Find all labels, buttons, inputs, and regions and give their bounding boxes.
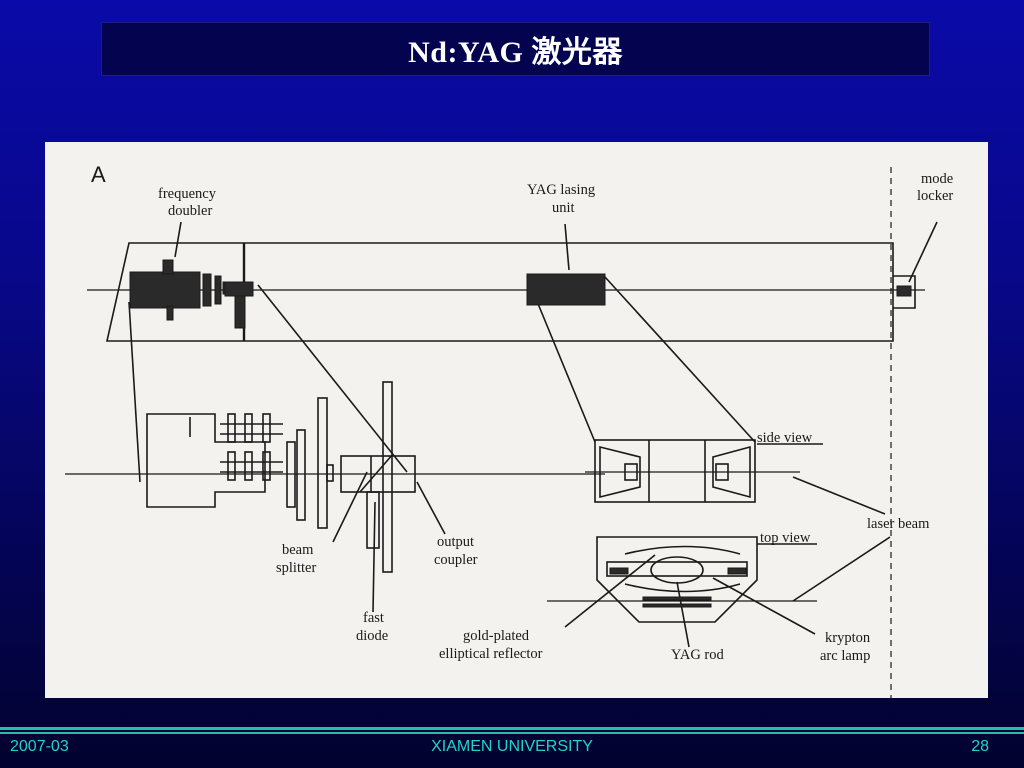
yag-expansion-right bbox=[604, 276, 756, 443]
laser-beam-callout-2 bbox=[792, 536, 891, 602]
label-side-view: side view bbox=[757, 430, 813, 446]
label-mode: mode bbox=[921, 171, 953, 187]
doubler-expansion-left bbox=[128, 301, 141, 483]
yag-rod-callout bbox=[676, 581, 690, 648]
label-elliptical-reflector: elliptical reflector bbox=[439, 646, 543, 662]
top-view-reflector bbox=[624, 545, 741, 555]
laser-beam-callout-1 bbox=[792, 476, 886, 515]
footer-line-bottom bbox=[0, 732, 1024, 734]
label-beam: beam bbox=[282, 542, 314, 558]
label-krypton: krypton bbox=[825, 630, 871, 646]
label-fast: fast bbox=[363, 610, 384, 626]
laser-housing bbox=[106, 242, 894, 342]
slide-title: Nd:YAG 激光器 bbox=[408, 36, 623, 69]
beam-splitter-mirror bbox=[359, 453, 394, 493]
nd-yag-laser-figure: A frequency doubler YAG lasing unit mode… bbox=[45, 142, 988, 698]
coil-rods bbox=[220, 413, 283, 481]
page-number: 28 bbox=[971, 738, 989, 755]
label-output: output bbox=[437, 534, 474, 550]
plate-4 bbox=[326, 464, 334, 482]
mode-locker-device bbox=[896, 285, 912, 297]
label-top-view: top view bbox=[760, 530, 811, 546]
output-coupler-callout bbox=[416, 481, 446, 535]
label-yag-lasing: YAG lasing bbox=[527, 182, 595, 198]
krypton-callout bbox=[712, 577, 816, 635]
fast-diode-callout bbox=[372, 501, 376, 613]
yag-unit-arrow bbox=[564, 223, 570, 271]
label-laser-beam: laser beam bbox=[867, 516, 930, 532]
doubler-expansion-right bbox=[257, 284, 408, 473]
label-diode: diode bbox=[356, 628, 388, 644]
gold-plated-callout bbox=[564, 554, 656, 628]
title-box: Nd:YAG 激光器 bbox=[101, 22, 930, 76]
plate-1 bbox=[286, 441, 296, 508]
beam-splitter-callout bbox=[332, 471, 368, 543]
fast-diode-tube bbox=[366, 491, 380, 549]
side-view-right-reflector bbox=[712, 445, 751, 499]
yag-rod-shape bbox=[650, 556, 704, 584]
label-unit: unit bbox=[552, 200, 575, 216]
label-splitter: splitter bbox=[276, 560, 316, 576]
output-coupler-plate bbox=[382, 381, 393, 573]
side-view-left-reflector bbox=[599, 445, 641, 499]
footer-line-top bbox=[0, 727, 1024, 730]
label-doubler: doubler bbox=[168, 203, 212, 219]
side-view-box bbox=[594, 439, 756, 503]
plate-2 bbox=[296, 429, 306, 521]
label-arc-lamp: arc lamp bbox=[820, 648, 870, 664]
mode-locker-arrow bbox=[908, 221, 938, 283]
plate-3 bbox=[317, 397, 328, 529]
diagram-svg: A frequency doubler YAG lasing unit mode… bbox=[65, 162, 953, 698]
top-view-rod-frame bbox=[606, 561, 748, 577]
label-locker: locker bbox=[917, 188, 953, 204]
frequency-doubler-block bbox=[129, 271, 201, 309]
panel-letter: A bbox=[91, 162, 106, 187]
footer-university: XIAMEN UNIVERSITY bbox=[431, 738, 593, 755]
yag-lasing-block bbox=[526, 273, 606, 306]
label-yag-rod: YAG rod bbox=[671, 647, 725, 663]
mode-locker-bump bbox=[893, 275, 916, 309]
label-coupler: coupler bbox=[434, 552, 478, 568]
top-view-outline bbox=[596, 536, 758, 623]
label-frequency: frequency bbox=[158, 186, 217, 202]
footer-date: 2007-03 bbox=[10, 738, 69, 755]
label-gold-plated: gold-plated bbox=[463, 628, 530, 644]
lower-doubler-body bbox=[146, 413, 266, 508]
freq-doubler-arrow bbox=[174, 221, 182, 258]
coupler-block bbox=[224, 281, 254, 297]
